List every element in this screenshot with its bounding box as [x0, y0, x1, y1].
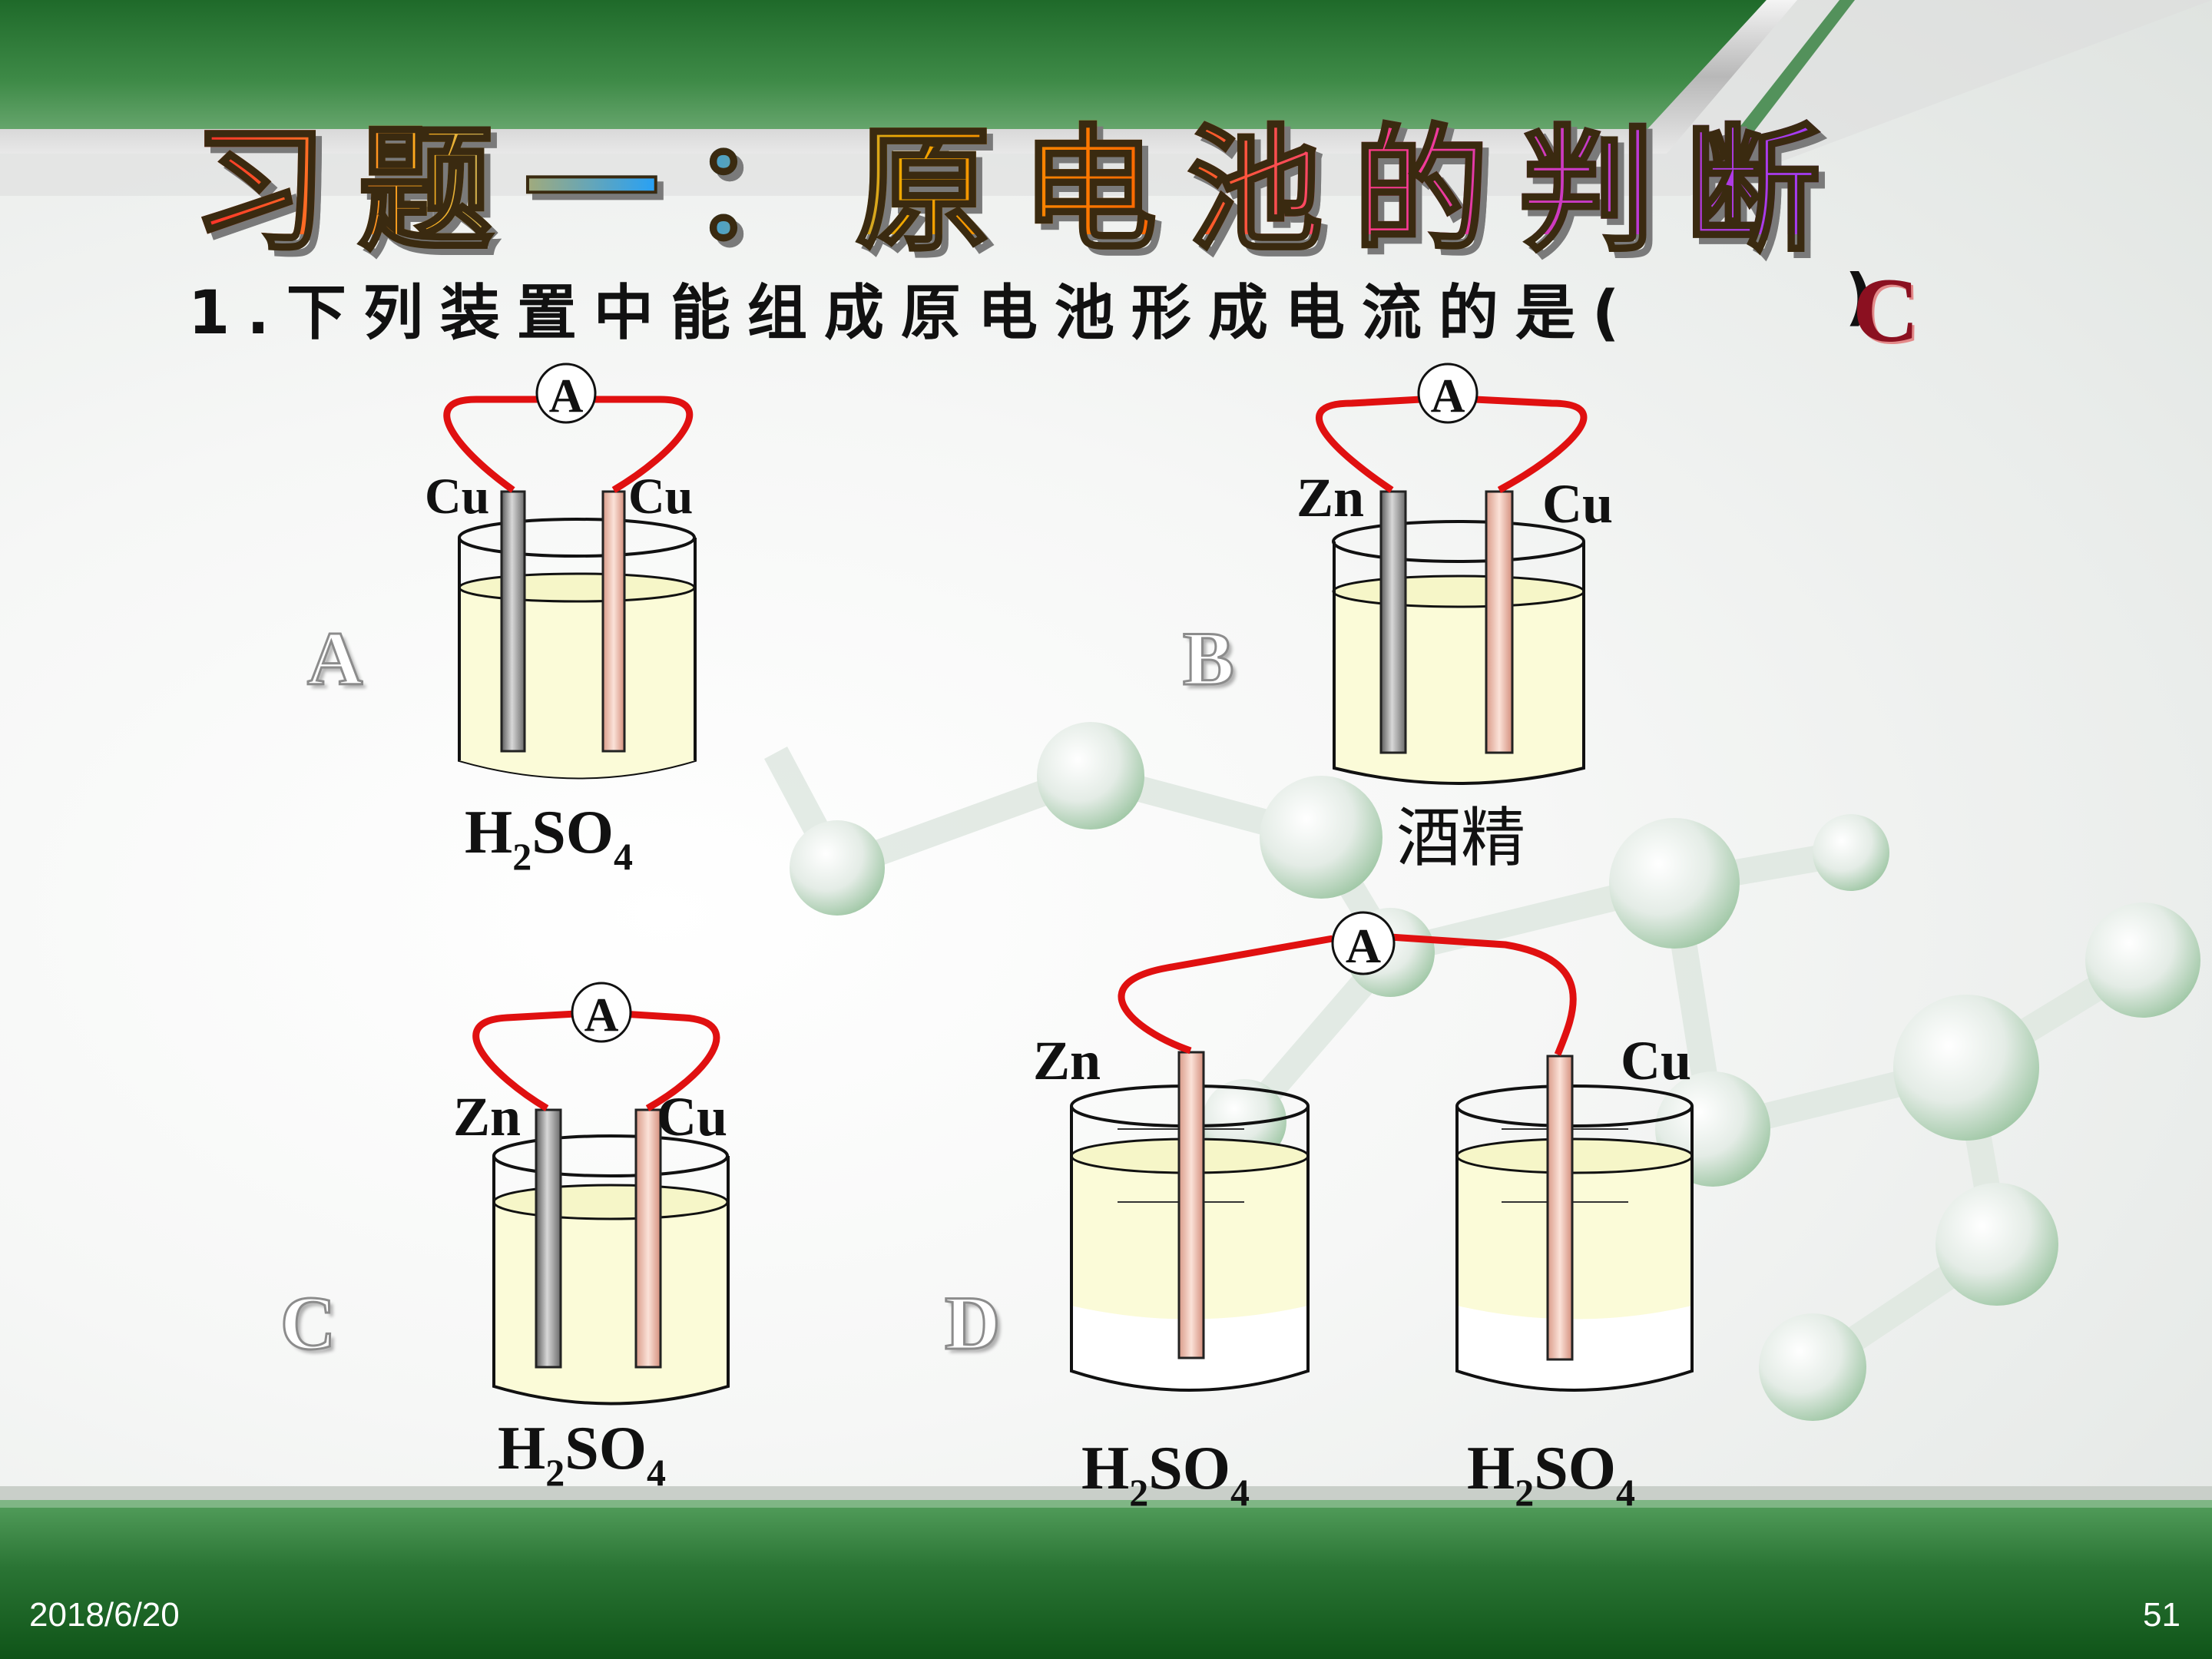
ammeter-b-icon [1417, 363, 1479, 424]
solution-d-right-label: H2SO4 [1467, 1435, 1635, 1514]
electrode-d-left-label: Zn [1033, 1030, 1101, 1091]
solution-b-label: 酒精 [1396, 800, 1525, 876]
electrode-c-right-label: Cu [657, 1086, 727, 1147]
wire-b-right [1474, 396, 1588, 493]
option-d-label: D [943, 1280, 1001, 1367]
ammeter-d-label: A [1346, 919, 1381, 973]
electrode-c-left-label: Zn [453, 1086, 521, 1147]
electrode-b-left [1379, 490, 1407, 754]
ammeter-d-icon [1331, 911, 1396, 975]
electrode-d-right-label: Cu [1621, 1030, 1691, 1091]
electrode-d-right [1546, 1055, 1574, 1361]
wire-c-left [472, 1010, 577, 1111]
wire-d-left [1118, 935, 1333, 1055]
wire-c-right [621, 1010, 720, 1111]
electrode-a-left-label: Cu [425, 469, 489, 525]
footer-date: 2018/6/20 [29, 1596, 180, 1634]
electrode-a-left [500, 490, 526, 753]
beaker-a [458, 518, 697, 780]
ammeter-c-label: A [584, 989, 619, 1041]
electrode-c-right [634, 1108, 662, 1369]
apparatus-d: A Zn Cu H2SO4 H2SO4 [1033, 911, 1694, 1514]
page-number: 51 [2143, 1596, 2181, 1634]
apparatus-a: A Cu Cu H2SO4 [425, 363, 697, 878]
question-text: 1.下列装置中能组成原电池形成电流的是( [188, 279, 1637, 348]
top-decorative-band [0, 0, 2212, 196]
beaker-c [492, 1134, 730, 1406]
apparatus-b: A Zn Cu 酒精 [1296, 363, 1613, 876]
wire-a-left [443, 396, 538, 493]
solution-a-label: H2SO4 [465, 799, 633, 878]
bottom-decorative-band [0, 1486, 2212, 1659]
wire-a-right [591, 396, 694, 493]
electrode-d-left [1177, 1051, 1205, 1359]
answer-text: C [1853, 259, 1919, 361]
electrode-b-left-label: Zn [1296, 467, 1364, 528]
question-close-paren: ) [1845, 261, 1873, 333]
ammeter-c-icon [571, 982, 632, 1043]
option-a-label: A [306, 615, 363, 703]
beaker-b [1332, 520, 1585, 785]
wire-d-right [1389, 933, 1577, 1056]
ammeter-a-label: A [549, 370, 584, 422]
electrode-c-left [535, 1108, 562, 1369]
wire-b-left [1316, 396, 1422, 493]
electrode-b-right [1485, 490, 1514, 754]
ammeter-b-label: A [1431, 370, 1465, 422]
ammeter-a-icon [535, 363, 597, 424]
solution-d-left-label: H2SO4 [1081, 1435, 1250, 1514]
electrode-b-right-label: Cu [1542, 473, 1613, 535]
electrode-a-right [601, 490, 626, 753]
electrode-a-right-label: Cu [628, 469, 693, 525]
solution-c-label: H2SO4 [498, 1415, 666, 1494]
apparatus-c: A Zn Cu H2SO4 [453, 982, 730, 1494]
option-b-label: B [1182, 615, 1236, 703]
beaker-d-right [1455, 1084, 1694, 1392]
option-c-label: C [279, 1280, 336, 1367]
